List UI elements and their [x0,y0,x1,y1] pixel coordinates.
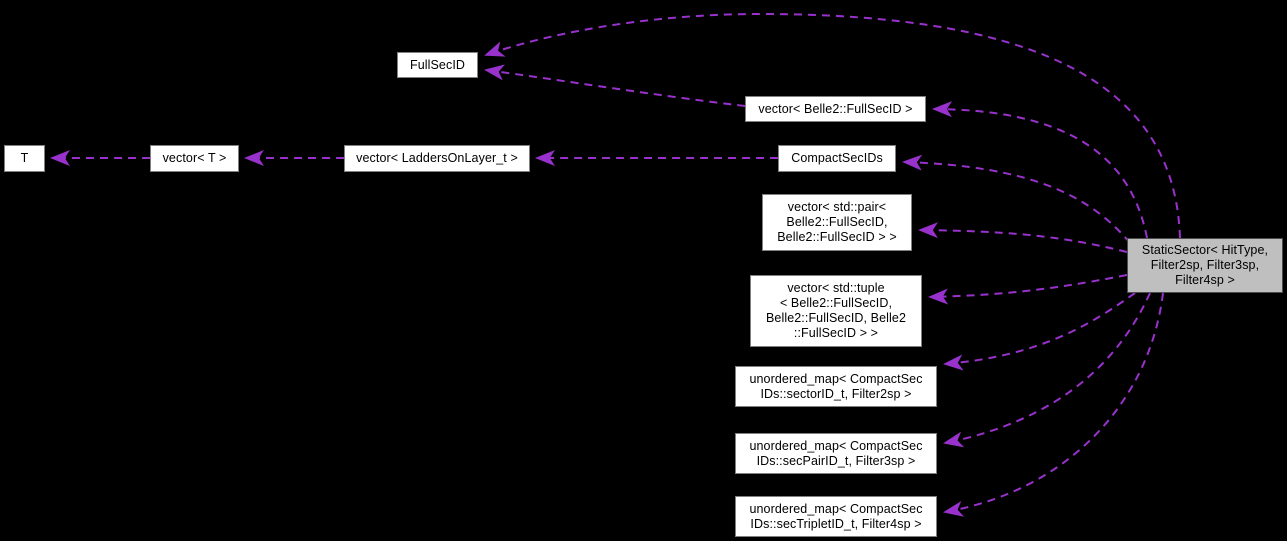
class-node-t[interactable]: T [4,145,45,172]
dependency-edge [902,154,1131,244]
class-node-label: unordered_map< CompactSec IDs::secTriple… [749,501,923,531]
class-node-label: CompactSecIDs [791,151,883,165]
dependency-edge [943,292,1136,371]
class-node-label: vector< T > [162,151,227,165]
class-node-label: vector< LaddersOnLayer_t > [356,151,518,165]
class-node-label: FullSecID [409,57,466,72]
class-node-vector-laddersonlayer[interactable]: vector< LaddersOnLayer_t > [344,145,530,172]
class-node-vector-std-tuple[interactable]: vector< std::tuple < Belle2::FullSecID, … [750,275,922,347]
dependency-edge [943,292,1151,448]
dependency-edge [932,101,1148,239]
class-node-label: T [20,151,29,165]
class-node-unordered-map-secpairid[interactable]: unordered_map< CompactSec IDs::secPairID… [735,433,937,474]
class-node-label: vector< std::tuple < Belle2::FullSecID, … [765,281,907,340]
class-node-vector-belle2-fullsecid[interactable]: vector< Belle2::FullSecID > [745,96,926,122]
dependency-edge [928,274,1128,305]
dependency-edge [484,64,746,107]
dependency-edge [943,292,1164,517]
class-node-unordered-map-sectripletid[interactable]: unordered_map< CompactSec IDs::secTriple… [735,496,937,537]
class-node-vector-std-pair[interactable]: vector< std::pair< Belle2::FullSecID, Be… [762,194,912,251]
class-node-label: unordered_map< CompactSec IDs::sectorID_… [749,371,923,401]
class-node-compactsecids[interactable]: CompactSecIDs [778,145,896,172]
class-node-label: unordered_map< CompactSec IDs::secPairID… [749,438,923,468]
class-node-label: StaticSector< HitType, Filter2sp, Filter… [1141,243,1269,287]
class-node-unordered-map-sectorid[interactable]: unordered_map< CompactSec IDs::sectorID_… [735,366,937,407]
class-node-label: vector< Belle2::FullSecID > [758,101,913,116]
edge-group [50,12,1181,517]
class-node-label: vector< std::pair< Belle2::FullSecID, Be… [777,200,897,244]
class-node-staticsector[interactable]: StaticSector< HitType, Filter2sp, Filter… [1127,238,1283,293]
class-node-fullsecid[interactable]: FullSecID [397,52,478,78]
dependency-edge [918,222,1128,253]
class-node-vector-t[interactable]: vector< T > [150,145,239,172]
